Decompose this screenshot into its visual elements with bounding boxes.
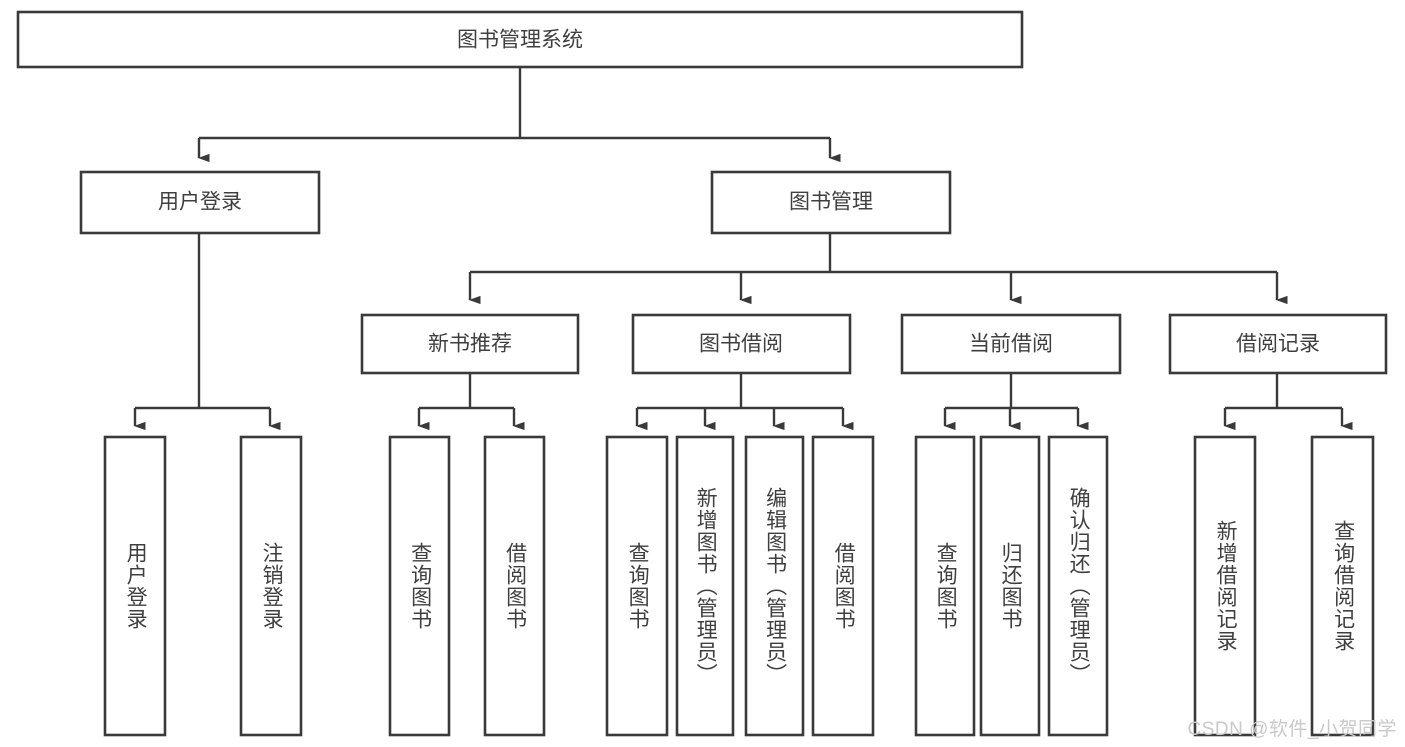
leaf-node[interactable]: 确认归还（管理员） [1047, 435, 1109, 737]
leaf-node[interactable]: 编辑图书（管理员） [744, 435, 805, 737]
node-borrow-records[interactable]: 借阅记录 [1168, 313, 1388, 375]
leaf-label: 用户登录 [124, 542, 148, 630]
leaf-label: 查询借阅记录 [1331, 520, 1355, 652]
leaf-node[interactable]: 借阅图书 [811, 435, 875, 737]
leaf-label: 注销登录 [260, 542, 284, 630]
connector-user-login-bus [135, 233, 270, 410]
leaf-node[interactable]: 新增图书（管理员） [675, 435, 735, 737]
leaf-node[interactable]: 注销登录 [239, 435, 303, 737]
leaf-node[interactable]: 借阅图书 [483, 435, 546, 737]
connector-root-bus [199, 67, 830, 140]
leaf-label: 编辑图书（管理员） [763, 487, 787, 685]
leaf-node[interactable]: 查询借阅记录 [1310, 435, 1375, 737]
leaf-node[interactable]: 新增借阅记录 [1193, 435, 1257, 737]
leaf-label: 确认归还（管理员） [1067, 487, 1091, 685]
node-user-login-label: 用户登录 [158, 191, 242, 214]
node-root[interactable]: 图书管理系统 [16, 10, 1024, 69]
node-book-management[interactable]: 图书管理 [710, 170, 952, 235]
leaf-label: 借阅图书 [503, 542, 527, 630]
node-borrow-records-label: 借阅记录 [1236, 333, 1320, 356]
node-book-management-label: 图书管理 [789, 191, 873, 214]
leaf-label: 新增图书（管理员） [694, 487, 718, 685]
leaf-node[interactable]: 归还图书 [979, 435, 1041, 737]
node-current-borrow[interactable]: 当前借阅 [900, 313, 1122, 375]
leaf-node[interactable]: 查询图书 [605, 435, 669, 737]
leaf-label: 查询图书 [408, 542, 432, 630]
connector-book-manage-bus [470, 233, 1277, 274]
leaf-label: 查询图书 [934, 542, 958, 630]
leaf-node[interactable]: 查询图书 [914, 435, 976, 737]
node-book-borrow-label: 图书借阅 [699, 333, 783, 356]
node-current-borrow-label: 当前借阅 [969, 333, 1053, 356]
leaf-label: 归还图书 [999, 542, 1023, 630]
node-new-book-recommend-label: 新书推荐 [428, 333, 512, 356]
leaf-label: 新增借阅记录 [1214, 520, 1238, 652]
leaf-node[interactable]: 用户登录 [103, 435, 167, 737]
connector-borrow-bus [637, 373, 843, 410]
node-user-login[interactable]: 用户登录 [79, 170, 321, 235]
leaf-label: 借阅图书 [832, 542, 856, 630]
connector-new-books-bus [419, 373, 514, 410]
node-book-borrow[interactable]: 图书借阅 [631, 313, 852, 375]
leaf-label: 查询图书 [626, 542, 650, 630]
connector-current-bus [945, 373, 1078, 410]
connector-records-bus [1225, 373, 1342, 410]
node-new-book-recommend[interactable]: 新书推荐 [360, 313, 580, 375]
leaf-node[interactable]: 查询图书 [388, 435, 451, 737]
node-root-label: 图书管理系统 [457, 29, 583, 52]
